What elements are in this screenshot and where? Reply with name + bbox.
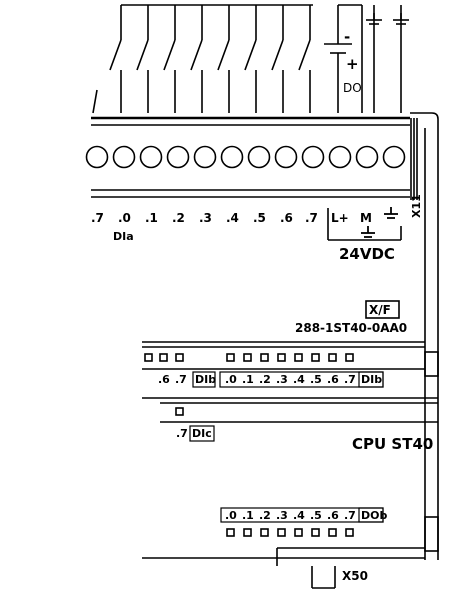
led-label: .6 [327, 373, 339, 386]
x50-label: X50 [342, 569, 368, 583]
channel-label: .6 [280, 211, 293, 225]
terminal-block [91, 116, 410, 198]
ground-icon [384, 207, 398, 219]
channel-label: .7 [305, 211, 318, 225]
polarity-plus: + [346, 55, 359, 73]
led-label: .2 [259, 373, 271, 386]
status-led-row [144, 353, 354, 362]
brand-logo: X/F [365, 300, 400, 319]
channel-label: .0 [118, 211, 131, 225]
led-label: .3 [276, 373, 288, 386]
led-label: .7 [175, 373, 187, 386]
m-label: M [360, 211, 372, 225]
cpu-label: CPU ST40 [352, 435, 433, 453]
led-label: .5 [310, 373, 322, 386]
terminal-channel-labels: .7 .0 .1 .2 .3 .4 .5 .6 .7 [91, 211, 318, 225]
led-label: .6 [158, 373, 170, 386]
input-switch-wiring [92, 4, 313, 114]
l-plus-label: L+ [331, 211, 349, 225]
ground-icon [361, 226, 375, 238]
out-label: .4 [293, 509, 305, 522]
channel-label: .3 [199, 211, 212, 225]
channel-label: .7 [91, 211, 104, 225]
output-channel-labels: .0 .1 .2 .3 .4 .5 .6 .7 DOb [220, 507, 387, 523]
supply-voltage-label: 24VDC [339, 245, 395, 263]
led-label: .7 [344, 373, 356, 386]
channel-label: .2 [172, 211, 185, 225]
do-label: DO [343, 81, 362, 95]
dia-label: DIa [113, 230, 134, 243]
power-terminal-bracket [327, 208, 402, 241]
out-label: .5 [310, 509, 322, 522]
out-label: .3 [276, 509, 288, 522]
channel-label: .1 [145, 211, 158, 225]
dib-label: DIb [195, 373, 216, 386]
led-channel-labels: .6 .7 DIb .0 .1 .2 .3 .4 .5 .6 .7 DIb [158, 371, 384, 388]
dic-label: DIc [192, 427, 212, 440]
led-label: .0 [225, 373, 237, 386]
out-label: .1 [242, 509, 254, 522]
x11-label: X11 [410, 194, 423, 218]
out-label: .0 [225, 509, 237, 522]
part-number: 288-1ST40-0AA0 [295, 321, 407, 335]
led-label: .7 [176, 427, 188, 440]
status-led [175, 407, 184, 416]
terminal-screw-row [85, 145, 406, 169]
led-label: .1 [242, 373, 254, 386]
module-panel-lines [142, 341, 438, 559]
dib-label: DIb [361, 373, 382, 386]
module-housing-edge [410, 112, 439, 560]
channel-label: .4 [226, 211, 239, 225]
ground-icon [366, 13, 382, 25]
out-label: .7 [344, 509, 356, 522]
ground-icon [393, 13, 409, 25]
output-led-row [226, 528, 354, 537]
channel-label: .5 [253, 211, 266, 225]
dob-label: DOb [361, 509, 387, 522]
power-wiring [324, 4, 402, 113]
polarity-minus: - [344, 28, 350, 46]
led-label: .4 [293, 373, 305, 386]
out-label: .2 [259, 509, 271, 522]
brand-mark: X/F [369, 303, 391, 317]
out-label: .6 [327, 509, 339, 522]
x50-connector [276, 547, 425, 589]
